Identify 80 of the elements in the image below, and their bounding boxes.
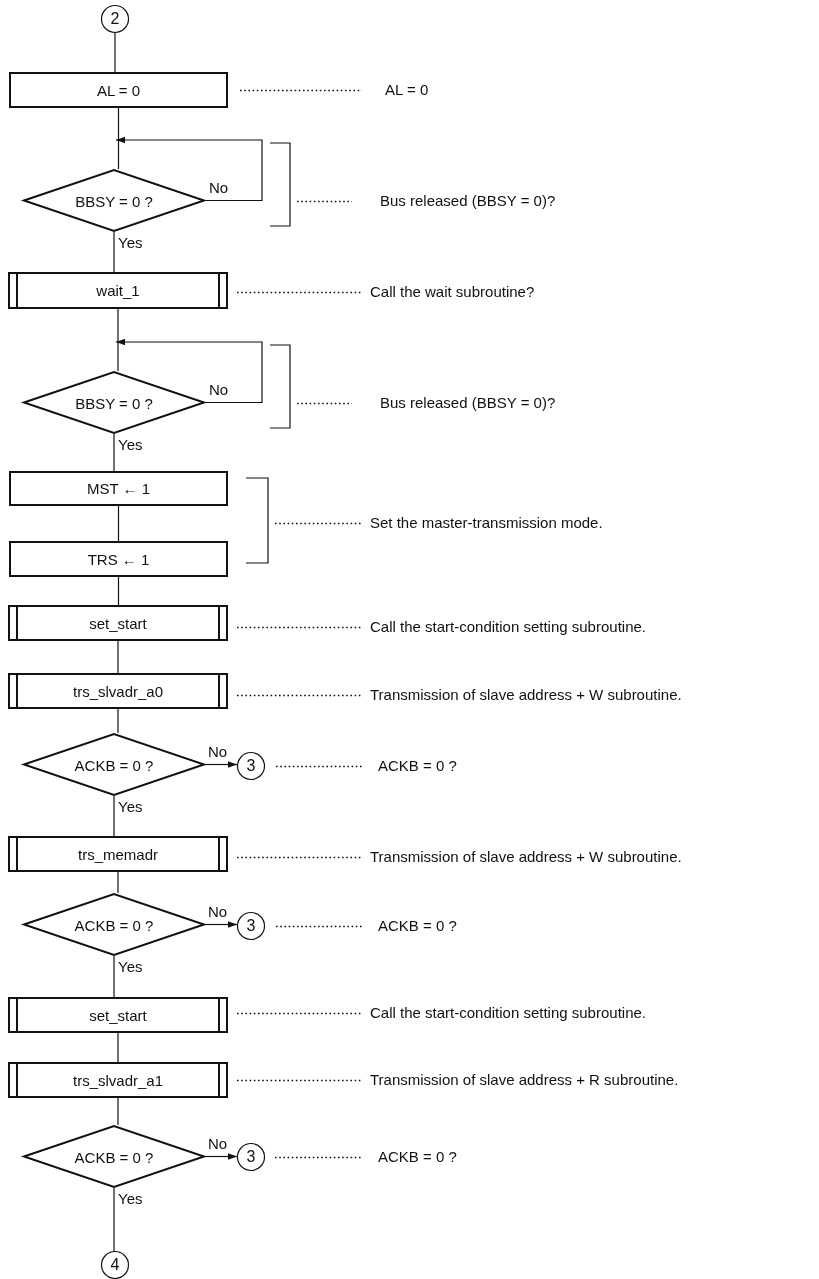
- subroutine-box: [8, 272, 228, 309]
- connector-number: 3: [246, 918, 256, 934]
- process-box: [9, 72, 228, 108]
- connector-circle: [237, 912, 265, 940]
- subroutine-box: [8, 836, 228, 872]
- flow-arrow: [204, 1153, 238, 1160]
- node-text: MST ← 1: [86, 481, 151, 496]
- node-text: trs_memadr: [78, 846, 158, 862]
- annotation-text: ACKB = 0 ?: [378, 918, 457, 933]
- annotation-text: Call the start-condition setting subroutine.: [370, 1005, 646, 1020]
- flow-line: [117, 107, 120, 170]
- connector-circle: [237, 1143, 265, 1171]
- connector-number: 2: [110, 11, 120, 27]
- flow-line: [117, 1032, 119, 1063]
- annotation-text: ACKB = 0 ?: [378, 1149, 457, 1164]
- edge-label: Yes: [118, 1191, 143, 1206]
- annotation-text: AL = 0: [385, 82, 429, 97]
- flow-line: [113, 1187, 115, 1252]
- node-text: AL = 0: [96, 82, 141, 98]
- node-text: set_start: [89, 615, 147, 631]
- flow-line: [113, 231, 115, 273]
- annotation-text: Set the master-transmission mode.: [370, 515, 603, 530]
- flow-line: [113, 433, 115, 472]
- edge-label: No: [208, 903, 228, 919]
- node-text: ACKB = 0 ?: [74, 758, 154, 773]
- annotation-text: Bus released (BBSY = 0)?: [380, 193, 556, 208]
- flow-line: [117, 505, 120, 542]
- flow-line: [117, 308, 119, 372]
- edge-label: Yes: [118, 235, 143, 250]
- edge-label: No: [208, 743, 228, 759]
- node-text: trs_slvadr_a0: [72, 683, 163, 699]
- edge-label: No: [209, 381, 229, 397]
- connector-circle: [237, 752, 265, 780]
- annotation-text: Bus released (BBSY = 0)?: [380, 395, 556, 410]
- connector-number: 4: [110, 1257, 120, 1273]
- node-text: TRS ← 1: [87, 551, 150, 567]
- subroutine-box: [8, 605, 228, 641]
- process-box: [9, 471, 228, 506]
- process-box: [9, 541, 228, 577]
- connector-number: 3: [246, 758, 256, 774]
- node-text: set_start: [89, 1007, 147, 1023]
- flow-line: [113, 795, 115, 837]
- connector-circle: [101, 5, 129, 33]
- decision-diamond: [23, 1125, 205, 1188]
- annotation-text: Transmission of slave address + W subroutine.: [370, 687, 682, 702]
- edge-label: Yes: [118, 959, 143, 974]
- annotation-text: Transmission of slave address + R subroutine.: [370, 1072, 679, 1087]
- edge-label: Yes: [118, 437, 143, 452]
- flow-line: [117, 871, 119, 894]
- node-text: trs_slvadr_a1: [72, 1072, 163, 1088]
- subroutine-box: [8, 673, 228, 709]
- flow-arrow: [204, 761, 238, 768]
- flow-arrow: [115, 136, 263, 202]
- subroutine-box: [8, 1062, 228, 1098]
- edge-label: Yes: [118, 799, 143, 814]
- flow-arrow: [204, 921, 238, 928]
- node-text: BBSY = 0 ?: [75, 194, 153, 209]
- decision-diamond: [23, 371, 205, 434]
- annotation-text: Call the start-condition setting subroutine.: [370, 619, 646, 634]
- annotation-text: Call the wait subroutine?: [370, 284, 535, 299]
- flow-line: [117, 1097, 119, 1126]
- decision-diamond: [23, 893, 205, 956]
- node-text: ACKB = 0 ?: [74, 918, 154, 933]
- node-text: ACKB = 0 ?: [74, 1150, 154, 1165]
- flow-line: [117, 640, 119, 674]
- flow-line: [113, 955, 115, 998]
- flow-line: [117, 708, 119, 734]
- decision-diamond: [23, 733, 205, 796]
- annotation-text: Transmission of slave address + W subroutine.: [370, 849, 682, 864]
- edge-label: No: [208, 1135, 228, 1151]
- flow-arrow: [115, 338, 263, 404]
- decision-diamond: [23, 169, 205, 232]
- subroutine-box: [8, 997, 228, 1033]
- flow-line: [114, 32, 116, 73]
- connector-number: 3: [246, 1149, 256, 1165]
- node-text: wait_1: [96, 283, 140, 298]
- flow-line: [117, 576, 120, 606]
- edge-label: No: [209, 179, 229, 195]
- node-text: BBSY = 0 ?: [75, 396, 153, 411]
- annotation-text: ACKB = 0 ?: [378, 758, 457, 773]
